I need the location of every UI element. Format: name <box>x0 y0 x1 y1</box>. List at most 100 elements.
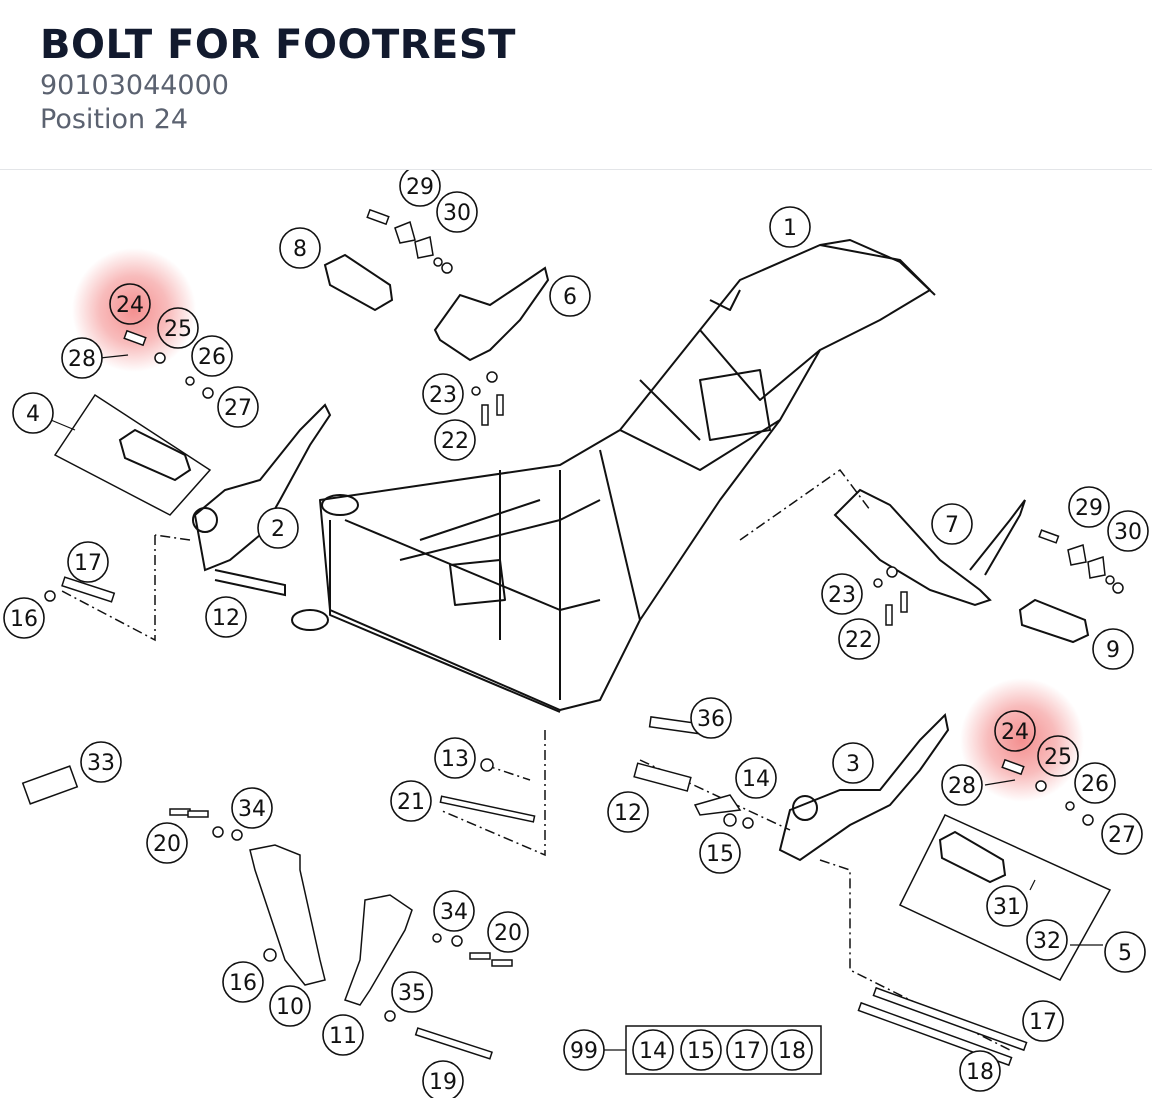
highlight-glows <box>72 248 1084 802</box>
part-title: BOLT FOR FOOTREST <box>40 22 516 68</box>
callout-23[interactable]: 23 <box>422 373 464 415</box>
callout-8[interactable]: 8 <box>279 227 321 269</box>
callout-circle <box>607 791 649 833</box>
callout-99[interactable]: 99 <box>563 1029 605 1071</box>
footrest-bracket-right <box>778 712 950 862</box>
callout-circle <box>1022 1000 1064 1042</box>
callout-circle <box>821 573 863 615</box>
callout-20[interactable]: 20 <box>146 822 188 864</box>
callout-33[interactable]: 33 <box>80 741 122 783</box>
callout-29[interactable]: 29 <box>399 170 441 207</box>
callout-17[interactable]: 17 <box>726 1029 768 1071</box>
callout-19[interactable]: 19 <box>422 1060 464 1098</box>
callout-circle <box>422 373 464 415</box>
callout-28[interactable]: 28 <box>941 764 983 806</box>
callout-26[interactable]: 26 <box>1074 762 1116 804</box>
callout-32[interactable]: 32 <box>1026 919 1068 961</box>
callout-15[interactable]: 15 <box>680 1029 722 1071</box>
callout-label: 25 <box>164 317 192 342</box>
callout-circle <box>735 757 777 799</box>
callout-label: 9 <box>1106 638 1120 663</box>
callout-12[interactable]: 12 <box>205 596 247 638</box>
callout-circle <box>1101 813 1143 855</box>
callout-14[interactable]: 14 <box>735 757 777 799</box>
callout-2[interactable]: 2 <box>257 507 299 549</box>
callout-label: 19 <box>429 1070 457 1095</box>
callout-7[interactable]: 7 <box>931 503 973 545</box>
callout-circle <box>832 742 874 784</box>
callout-label: 18 <box>966 1060 994 1085</box>
callout-14[interactable]: 14 <box>632 1029 674 1071</box>
callout-6[interactable]: 6 <box>549 275 591 317</box>
callout-12[interactable]: 12 <box>607 791 649 833</box>
callout-31[interactable]: 31 <box>986 885 1028 927</box>
callout-9[interactable]: 9 <box>1092 628 1134 670</box>
callout-27[interactable]: 27 <box>1101 813 1143 855</box>
callout-29[interactable]: 29 <box>1068 486 1110 528</box>
callout-circle <box>1037 735 1079 777</box>
callout-16[interactable]: 16 <box>222 961 264 1003</box>
callout-10[interactable]: 10 <box>269 985 311 1027</box>
callout-22[interactable]: 22 <box>838 618 880 660</box>
callout-label: 22 <box>441 429 469 454</box>
callout-circle <box>1104 931 1146 973</box>
callout-label: 15 <box>687 1039 715 1064</box>
callout-label: 16 <box>229 971 257 996</box>
callout-label: 17 <box>74 551 102 576</box>
callout-15[interactable]: 15 <box>699 832 741 874</box>
callout-circle <box>1092 628 1134 670</box>
callout-36[interactable]: 36 <box>690 697 732 739</box>
callout-label: 14 <box>639 1039 667 1064</box>
callout-18[interactable]: 18 <box>959 1050 1001 1092</box>
callout-17[interactable]: 17 <box>1022 1000 1064 1042</box>
callout-34[interactable]: 34 <box>433 890 475 932</box>
frame-drawing <box>291 239 936 713</box>
callout-23[interactable]: 23 <box>821 573 863 615</box>
footpegs <box>118 253 1090 884</box>
callout-24[interactable]: 24 <box>994 710 1036 752</box>
callout-24[interactable]: 24 <box>109 283 151 325</box>
callout-label: 25 <box>1044 745 1072 770</box>
callout-label: 7 <box>945 513 959 538</box>
callout-circle <box>434 419 476 461</box>
callout-25[interactable]: 25 <box>1037 735 1079 777</box>
callout-label: 30 <box>443 201 471 226</box>
callout-4[interactable]: 4 <box>12 392 54 434</box>
callout-30[interactable]: 30 <box>436 191 478 233</box>
callout-35[interactable]: 35 <box>391 971 433 1013</box>
callout-circle <box>549 275 591 317</box>
callout-17[interactable]: 17 <box>67 541 109 583</box>
callout-28[interactable]: 28 <box>61 337 103 379</box>
callout-34[interactable]: 34 <box>231 787 273 829</box>
callout-25[interactable]: 25 <box>157 307 199 349</box>
callout-circle <box>80 741 122 783</box>
callout-label: 23 <box>828 583 856 608</box>
callout-5[interactable]: 5 <box>1104 931 1146 973</box>
callout-27[interactable]: 27 <box>217 386 259 428</box>
callout-30[interactable]: 30 <box>1107 510 1149 552</box>
callout-22[interactable]: 22 <box>434 419 476 461</box>
callout-circle <box>680 1029 722 1071</box>
callout-circle <box>726 1029 768 1071</box>
callout-circle <box>109 283 151 325</box>
part-boxes <box>53 393 1112 1075</box>
callout-26[interactable]: 26 <box>191 335 233 377</box>
callout-13[interactable]: 13 <box>434 737 476 779</box>
callout-3[interactable]: 3 <box>832 742 874 784</box>
callout-16[interactable]: 16 <box>3 597 45 639</box>
callout-label: 36 <box>697 707 725 732</box>
callout-1[interactable]: 1 <box>769 206 811 248</box>
callout-circle <box>699 832 741 874</box>
callout-circle <box>399 170 441 207</box>
callout-circle <box>959 1050 1001 1092</box>
box-footpeg-right <box>898 814 1112 981</box>
callout-11[interactable]: 11 <box>322 1014 364 1056</box>
callout-18[interactable]: 18 <box>771 1029 813 1071</box>
callout-20[interactable]: 20 <box>487 911 529 953</box>
callout-circle <box>1068 486 1110 528</box>
callout-circle <box>146 822 188 864</box>
callout-21[interactable]: 21 <box>390 780 432 822</box>
callout-circle <box>222 961 264 1003</box>
callout-circle <box>1074 762 1116 804</box>
